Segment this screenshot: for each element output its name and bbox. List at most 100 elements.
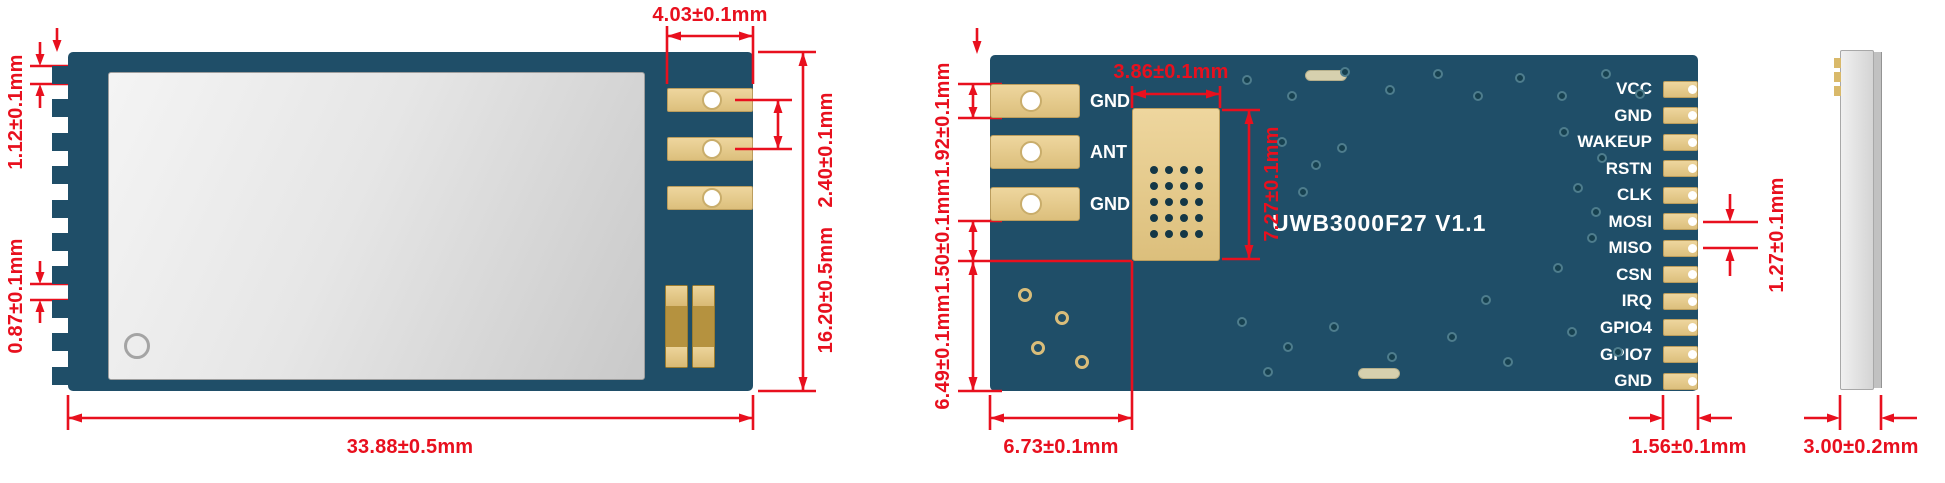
castellation-tooth (52, 299, 69, 318)
thermal-via (1180, 198, 1188, 206)
castellation-tooth (52, 166, 69, 185)
side-view-body (1840, 50, 1874, 390)
pin-castellation-hole (1688, 111, 1697, 121)
ant-pad-ant-1 (990, 135, 1080, 169)
via (1503, 357, 1513, 367)
pin-label-wakeup-2: WAKEUP (1577, 132, 1652, 152)
dim-front-module-height: 16.20±0.5mm (815, 226, 837, 354)
dim-back-pin-pitch: 1.27±0.1mm (1766, 177, 1788, 293)
shield-vent-hole (124, 333, 150, 359)
dim-front-module-width: 33.88±0.5mm (346, 436, 474, 458)
pin-castellation-hole (1688, 350, 1697, 359)
smd-component-2 (692, 285, 715, 368)
via (1587, 233, 1597, 243)
thermal-via (1150, 198, 1158, 206)
pin-castellation-hole (1688, 270, 1697, 280)
ant-pad-hole (1020, 90, 1042, 112)
thermal-pad (1132, 108, 1220, 261)
side-view-pcb-edge (1874, 52, 1882, 388)
pin-label-gpio7-10: GPIO7 (1600, 344, 1652, 364)
pin-label-rstn-3: RSTN (1605, 158, 1652, 178)
castellation-tooth (52, 233, 69, 251)
front-pad-hole-2 (702, 139, 722, 159)
dim-back-pad-length: 1.56±0.1mm (1631, 436, 1747, 458)
via (1387, 352, 1397, 362)
thermal-via (1195, 230, 1203, 238)
via (1597, 153, 1607, 163)
via (1287, 91, 1297, 101)
plated-hole (1055, 311, 1069, 325)
via (1340, 67, 1350, 77)
castellation-tooth (52, 333, 69, 352)
via (1559, 127, 1569, 137)
via (1433, 69, 1443, 79)
left-pin-label-gnd-0: GND (1090, 91, 1130, 111)
via (1481, 295, 1491, 305)
dim-front-pin-width: 1.12±0.1mm (5, 54, 27, 170)
ant-pad-hole (1020, 141, 1042, 163)
side-castellation-3 (1834, 86, 1841, 96)
dim-back-thermal-pad-width: 3.86±0.1mm (1113, 61, 1229, 83)
pin-label-csn-7: CSN (1616, 264, 1652, 284)
via (1591, 207, 1601, 217)
pin-castellation-hole (1688, 323, 1697, 333)
left-pin-label-gnd-2: GND (1090, 194, 1130, 214)
via (1242, 75, 1252, 85)
rf-shield (108, 72, 645, 380)
pin-label-clk-4: CLK (1617, 185, 1652, 205)
via (1329, 322, 1339, 332)
thermal-via (1150, 182, 1158, 190)
front-pad-hole-3 (702, 188, 722, 208)
pin-label-mosi-5: MOSI (1608, 211, 1652, 231)
via (1277, 137, 1287, 147)
pin-castellation-hole (1688, 376, 1697, 386)
via (1635, 89, 1645, 99)
back-view-pcb (990, 55, 1698, 391)
thermal-via (1195, 182, 1203, 190)
via (1573, 183, 1583, 193)
thermal-via (1195, 198, 1203, 206)
via (1553, 263, 1563, 273)
module-name: UWB3000F27 V1.1 (1272, 210, 1487, 236)
dim-side-thickness: 3.00±0.2mm (1803, 436, 1919, 458)
ant-pad-hole (1020, 193, 1042, 215)
side-castellation-2 (1834, 72, 1841, 82)
pin-castellation-hole (1688, 84, 1697, 94)
castellation-tooth (52, 132, 69, 151)
dim-back-thermal-pad-x: 6.73±0.1mm (1003, 436, 1119, 458)
castellation-tooth (52, 266, 69, 285)
pin-castellation-hole (1688, 296, 1697, 306)
via (1237, 317, 1247, 327)
via (1567, 327, 1577, 337)
dim-front-pin-gap: 0.87±0.1mm (5, 238, 27, 354)
via (1601, 69, 1611, 79)
thermal-via (1165, 182, 1173, 190)
castellation-tooth (52, 99, 69, 118)
via (1263, 367, 1273, 377)
dim-back-thermal-pad-height: 7.27±0.1mm (1261, 126, 1283, 242)
pin-castellation-hole (1688, 217, 1697, 227)
thermal-via (1180, 166, 1188, 174)
via (1515, 73, 1525, 83)
via (1447, 332, 1457, 342)
thermal-via (1195, 166, 1203, 174)
dim-front-pad-length: 4.03±0.1mm (652, 4, 768, 26)
pin-castellation-hole (1688, 164, 1697, 174)
pin-castellation-hole (1688, 243, 1697, 253)
thermal-via (1165, 198, 1173, 206)
thermal-via (1165, 230, 1173, 238)
thermal-via (1195, 214, 1203, 222)
via (1613, 347, 1623, 357)
pin-castellation-hole (1688, 190, 1697, 200)
thermal-via (1180, 214, 1188, 222)
pin-castellation-hole (1688, 137, 1697, 147)
left-pin-label-ant-1: ANT (1090, 142, 1127, 162)
via (1283, 342, 1293, 352)
pin-label-gpio4-9: GPIO4 (1600, 317, 1652, 337)
pin-label-miso-6: MISO (1608, 238, 1652, 258)
thermal-via (1150, 166, 1158, 174)
dim-back-bottom-offset: 6.49±0.1mm (932, 294, 954, 410)
via (1311, 160, 1321, 170)
thermal-via (1180, 230, 1188, 238)
thermal-via (1150, 230, 1158, 238)
